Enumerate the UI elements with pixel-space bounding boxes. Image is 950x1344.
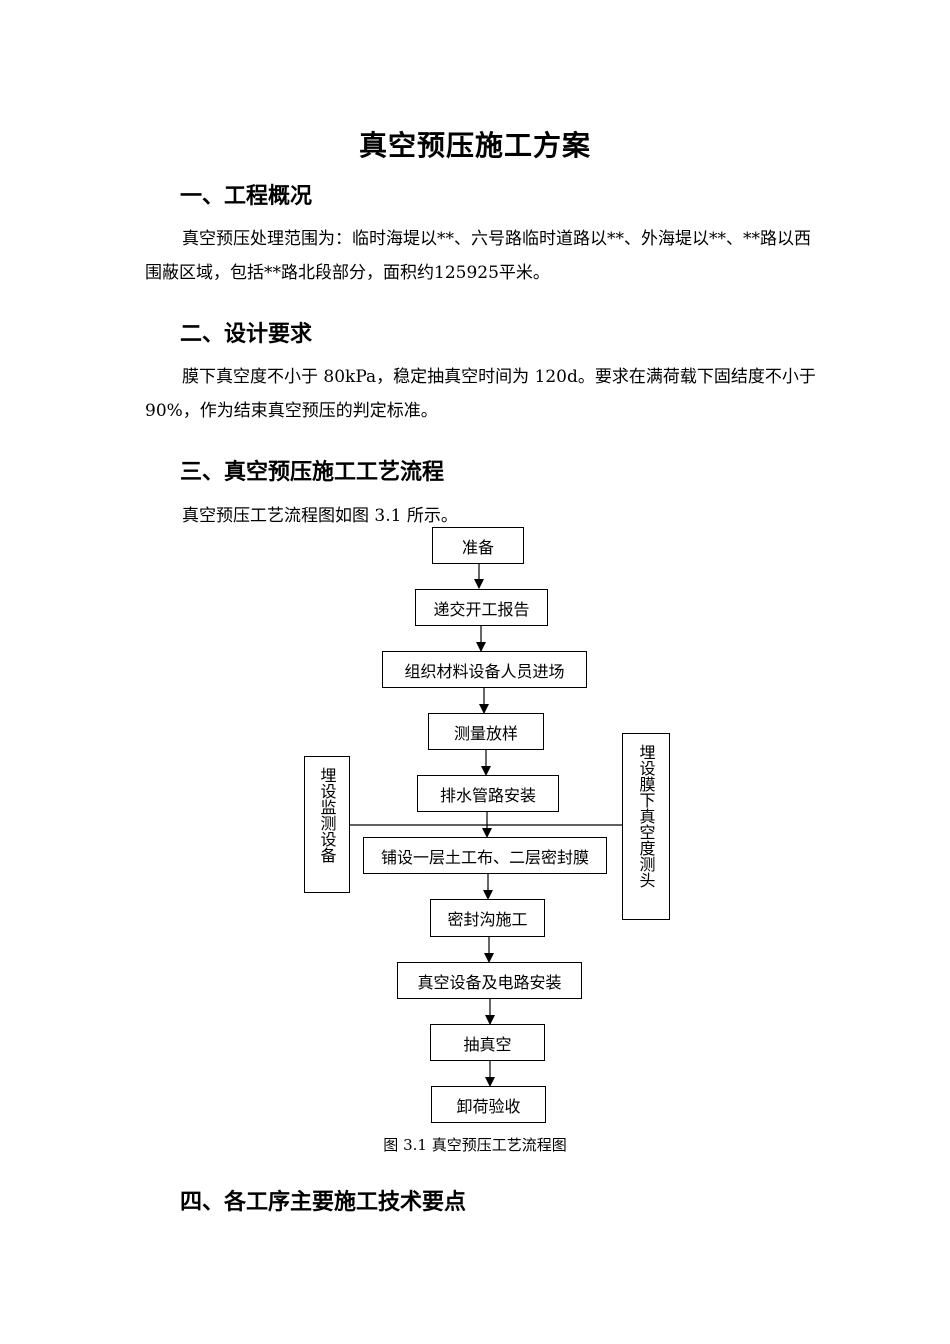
section-body-design: 膜下真空度不小于 80kPa，稳定抽真空时间为 120d。要求在满荷载下固结度不…	[145, 367, 816, 421]
section-heading-overview: 一、工程概况	[180, 183, 313, 209]
flow-step-pump-vacuum: 抽真空	[430, 1024, 545, 1061]
flow-step-submit-report: 递交开工报告	[415, 589, 548, 626]
section-heading-design: 二、设计要求	[180, 321, 313, 347]
flow-side-vacuum-probe: 埋设膜下真空度测头	[622, 733, 670, 920]
figure-caption: 图 3.1 真空预压工艺流程图	[383, 1136, 567, 1154]
flow-step-vacuum-equipment: 真空设备及电路安装	[397, 962, 582, 999]
section-heading-process: 三、真空预压施工工艺流程	[180, 459, 445, 485]
flow-step-mobilize: 组织材料设备人员进场	[382, 651, 587, 688]
section-heading-techniques: 四、各工序主要施工技术要点	[180, 1189, 467, 1215]
flow-side-monitoring-equipment: 埋设监测设备	[304, 756, 350, 893]
flow-step-drain-pipe: 排水管路安装	[417, 775, 559, 812]
flow-step-lay-membrane: 铺设一层土工布、二层密封膜	[363, 837, 607, 874]
section-body-process: 真空预压工艺流程图如图 3.1 所示。	[182, 506, 458, 526]
document-title: 真空预压施工方案	[358, 129, 591, 162]
flow-step-survey: 测量放样	[428, 713, 544, 750]
flow-step-unload-acceptance: 卸荷验收	[431, 1086, 546, 1123]
flow-step-seal-trench: 密封沟施工	[430, 899, 545, 937]
section-body-overview: 真空预压处理范围为：临时海堤以**、六号路临时道路以**、外海堤以**、**路以…	[145, 229, 811, 283]
flow-step-prepare: 准备	[432, 527, 524, 564]
